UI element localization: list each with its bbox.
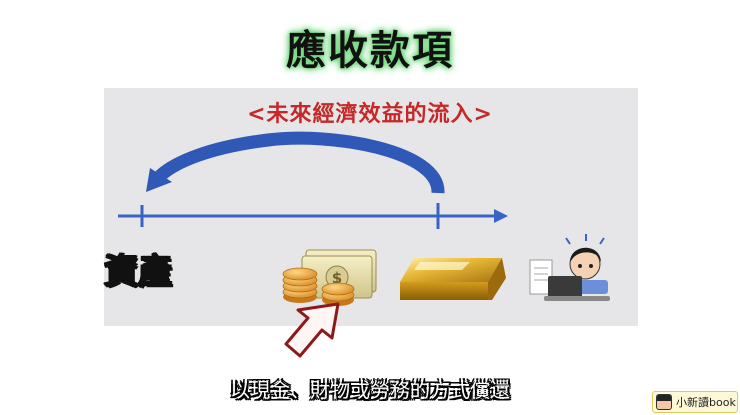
cash-icon: $ [282,249,377,306]
asset-label: 資產 [103,251,173,293]
gold-bar-icon [400,258,506,300]
channel-avatar-icon [656,394,672,410]
coin-stack-right [321,282,355,306]
bill-symbol: $ [332,269,342,287]
subtitle-caption: 以現金、財物或勞務的方式償還 [230,378,510,402]
worker-icon [529,234,610,301]
inflow-arrow [146,131,445,194]
channel-name: 小新讀book [676,396,736,409]
channel-badge: 小新讀book [652,391,738,413]
coin-stack-left [282,267,318,303]
inflow-label: <未來經濟效益的流入> [247,102,493,127]
page-title: 應收款項 [286,27,454,74]
pointer-arrow-icon [284,302,340,358]
timeline [118,203,508,229]
